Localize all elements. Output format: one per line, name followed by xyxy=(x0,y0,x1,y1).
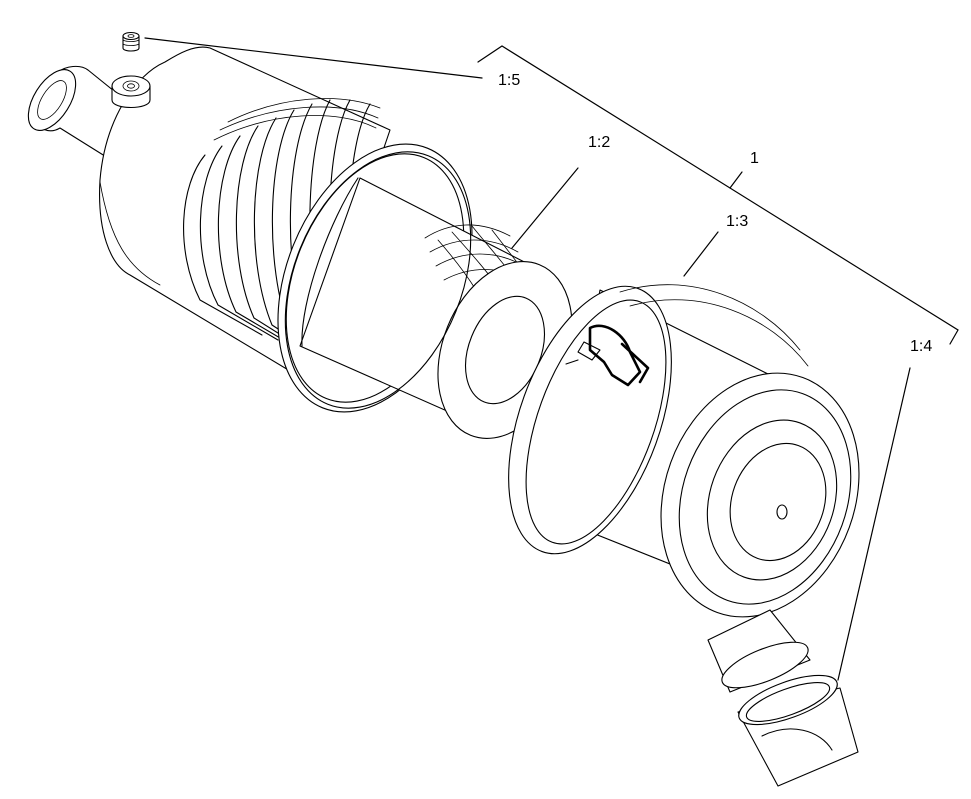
leader-valve xyxy=(837,367,911,681)
filter-element xyxy=(284,151,573,439)
callout-filter: 1:2 xyxy=(588,134,610,151)
cover-end-face xyxy=(660,372,860,618)
latch-clamp xyxy=(565,324,650,387)
cover xyxy=(508,284,860,618)
callout-labels: 1:5 1 1:2 1:3 1:4 xyxy=(498,72,932,355)
body-ribs xyxy=(183,98,381,356)
callout-assembly: 1 xyxy=(750,150,759,167)
plug-boss xyxy=(111,75,151,109)
callout-cover: 1:3 xyxy=(726,213,748,230)
leader-plug xyxy=(144,37,483,79)
vacuator-valve xyxy=(707,609,859,787)
leader-assembly xyxy=(729,171,743,189)
leader-cover xyxy=(683,231,719,277)
callout-plug: 1:5 xyxy=(498,72,520,89)
leader-lines xyxy=(144,37,959,681)
vacuator-plug xyxy=(122,31,140,52)
leader-filter xyxy=(511,167,579,249)
callout-valve: 1:4 xyxy=(910,338,932,355)
